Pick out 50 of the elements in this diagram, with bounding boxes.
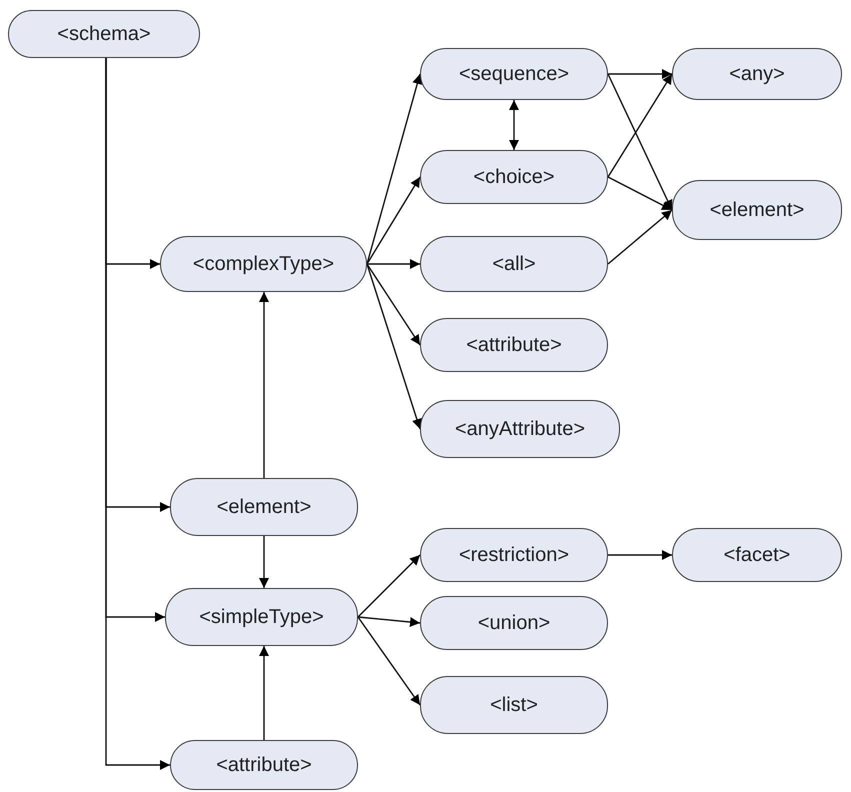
- rounded-node: [672, 48, 842, 100]
- rounded-node: [420, 48, 608, 100]
- rounded-node: [420, 400, 620, 458]
- arrow: [259, 646, 269, 740]
- arrow: [607, 74, 673, 210]
- arrow: [608, 209, 672, 265]
- node-label: <list>: [490, 694, 538, 716]
- node-label: <sequence>: [458, 62, 570, 86]
- arrow: [259, 292, 269, 478]
- arrow: [366, 264, 422, 430]
- node-label: <attribute>: [216, 754, 312, 776]
- rounded-node: [420, 528, 608, 582]
- arrow: [105, 58, 170, 770]
- rounded-node: [170, 740, 358, 790]
- rounded-node: [672, 180, 842, 240]
- rounded-node: [420, 150, 608, 204]
- node-label: <any>: [729, 62, 785, 86]
- arrow: [608, 176, 672, 211]
- arrow: [358, 616, 420, 628]
- node-label: <restriction>: [458, 544, 570, 566]
- rounded-node: [420, 318, 608, 372]
- node-label: <anyAttribute>: [454, 418, 586, 440]
- arrow: [509, 100, 519, 150]
- arrow: [366, 74, 422, 264]
- node-label: <union>: [478, 612, 550, 634]
- node-label: <all>: [492, 252, 536, 276]
- node-label: <schema>: [57, 22, 151, 46]
- rounded-node: [165, 588, 358, 646]
- arrow: [259, 536, 269, 588]
- rounded-node: [672, 528, 842, 582]
- node-label: <simpleType>: [199, 606, 324, 628]
- rounded-node: [160, 236, 367, 292]
- arrow: [358, 554, 420, 618]
- node-label: <complexType>: [192, 252, 334, 276]
- arrow: [357, 616, 421, 706]
- node-label: <choice>: [473, 166, 555, 188]
- node-label: <element>: [710, 198, 804, 222]
- arrow: [608, 69, 672, 79]
- rounded-node: [8, 10, 200, 58]
- node-label: <attribute>: [466, 334, 562, 356]
- node-label: <element>: [216, 496, 312, 518]
- arrow: [366, 176, 421, 264]
- node-label: <facet>: [724, 544, 790, 566]
- arrow: [366, 264, 421, 346]
- arrow: [367, 259, 420, 269]
- rounded-node: [170, 478, 358, 536]
- arrow: [608, 550, 672, 560]
- rounded-node: [420, 596, 608, 650]
- rounded-node: [420, 676, 608, 734]
- arrow: [607, 74, 673, 178]
